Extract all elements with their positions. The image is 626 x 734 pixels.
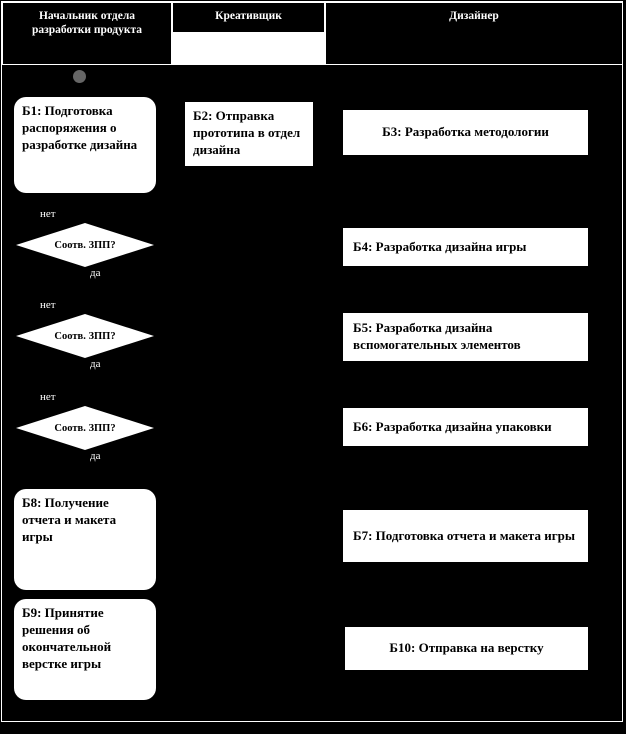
lane-header-label: Начальник отдела разработки продукта [31,10,143,37]
decision-label: Соотв. ЗПП? [54,422,116,434]
terminator-b9: Б9: Принятие решения об окончательной ве… [14,599,156,700]
process-b6: Б6: Разработка дизайна упаковки [343,408,588,446]
node-label: Б6: Разработка дизайна упаковки [353,418,552,434]
node-label: Б9: Принятие решения об окончательной ве… [22,605,112,671]
process-b10: Б10: Отправка на верстку [345,627,588,670]
lane-header-label: Дизайнер [449,10,499,22]
node-label: Б2: Отправка прототипа в отдел дизайна [193,108,301,157]
decision-label: Соотв. ЗПП? [54,330,116,342]
node-label: Б4: Разработка дизайна игры [353,238,527,254]
lane-header-designer: Дизайнер [325,2,623,65]
node-label: Б7: Подготовка отчета и макета игры [353,527,575,543]
edge-label-no-1: нет [40,208,56,220]
terminator-b8: Б8: Получение отчета и макета игры [14,489,156,590]
diagram-border [1,1,623,722]
node-label: Б5: Разработка дизайна вспомогательных э… [353,320,521,352]
lane-header-creative: Креативщик [172,2,325,65]
decision-label: Соотв. ЗПП? [54,239,116,251]
process-b2: Б2: Отправка прототипа в отдел дизайна [185,102,313,166]
node-label: Б1: Подготовка распоряжения о разработке… [22,103,138,152]
edge-label-yes-1: да [90,267,101,279]
terminator-b1: Б1: Подготовка распоряжения о разработке… [14,97,156,193]
process-b5: Б5: Разработка дизайна вспомогательных э… [343,313,588,361]
process-b4: Б4: Разработка дизайна игры [343,228,588,266]
start-node [73,70,86,83]
edge-label-no-2: нет [40,299,56,311]
process-b3: Б3: Разработка методологии [343,110,588,155]
edge-label-yes-2: да [90,358,101,370]
creative-lane-white-area [173,32,324,64]
lane-header-label: Креативщик [215,10,282,22]
edge-label-yes-3: да [90,450,101,462]
lane-header-product-dept-head: Начальник отдела разработки продукта [2,2,172,65]
node-label: Б3: Разработка методологии [382,124,549,140]
node-label: Б8: Получение отчета и макета игры [22,495,117,544]
node-label: Б10: Отправка на верстку [389,640,544,656]
edge-label-no-3: нет [40,391,56,403]
process-b7: Б7: Подготовка отчета и макета игры [343,510,588,562]
